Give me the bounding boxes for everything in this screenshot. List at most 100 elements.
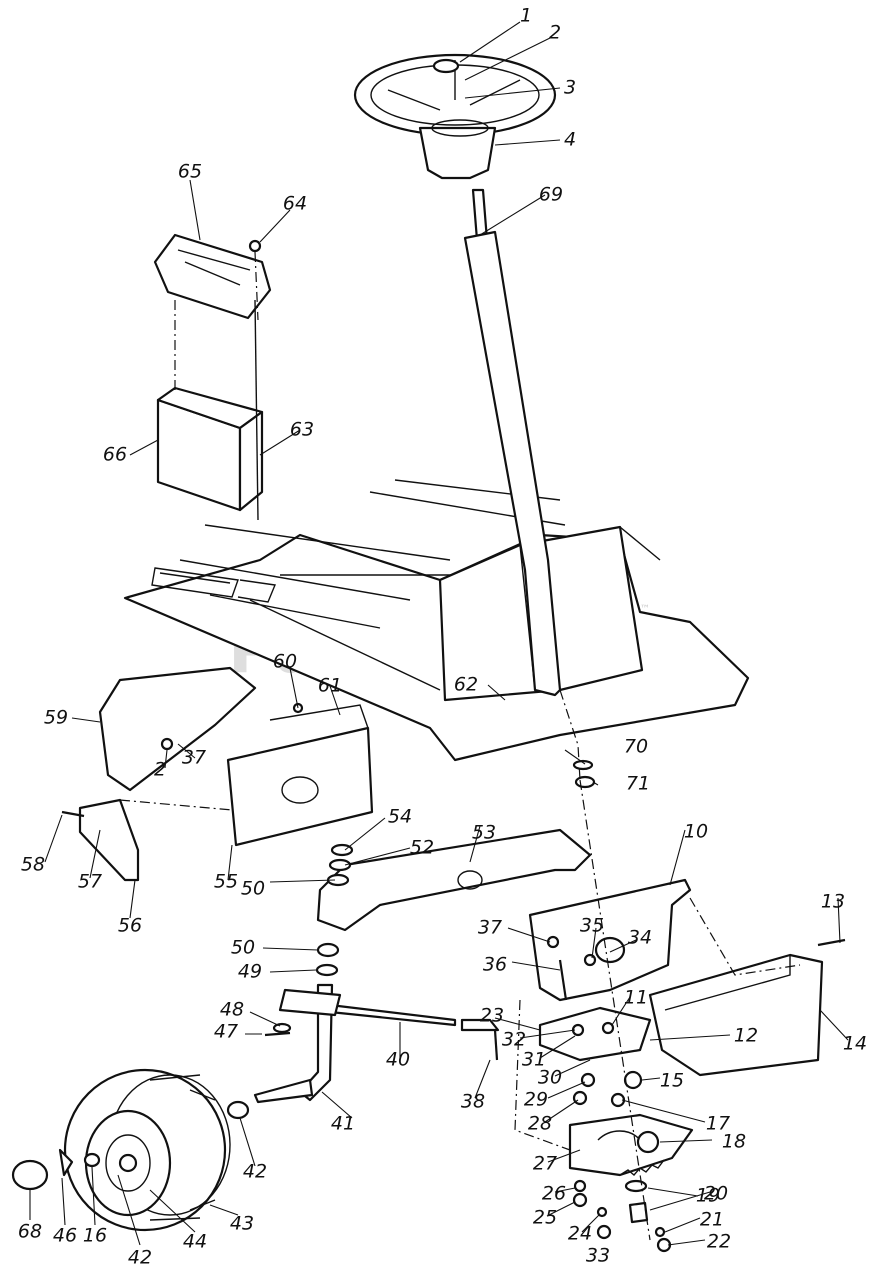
left-panels <box>61 666 374 882</box>
callout-27: 27 <box>533 1153 557 1175</box>
wheel-cap <box>432 58 460 74</box>
front-axle <box>315 828 592 977</box>
bolt-36 <box>558 959 568 1001</box>
steering-hub <box>418 126 497 180</box>
callout-56: 56 <box>118 915 142 937</box>
callout-55: 55 <box>214 871 238 893</box>
tie-rod-spindle <box>226 983 500 1120</box>
callout-35: 35 <box>580 915 604 937</box>
tie-rod-centerline <box>514 999 571 1151</box>
watermark-trademark: ™ <box>640 604 650 615</box>
bolt-20 <box>628 1201 649 1224</box>
callout-33: 33 <box>586 1245 610 1267</box>
front-wheel <box>11 1068 231 1232</box>
nut-33 <box>596 1224 612 1240</box>
callout-4: 4 <box>564 129 576 151</box>
callout-52: 52 <box>410 837 434 859</box>
callout-37-left: 37 <box>182 747 206 769</box>
callout-12: 12 <box>734 1025 758 1047</box>
callout-40: 40 <box>386 1049 410 1071</box>
callout-50-lower: 50 <box>231 937 255 959</box>
callout-62: 62 <box>454 674 478 696</box>
callout-66: 66 <box>103 444 127 466</box>
frame-front-edge <box>429 727 561 761</box>
callout-44: 44 <box>183 1231 207 1253</box>
callout-61: 61 <box>318 675 342 697</box>
callout-59: 59 <box>44 707 68 729</box>
callout-13: 13 <box>821 891 845 913</box>
callout-29: 29 <box>524 1089 548 1111</box>
callout-leaders <box>29 21 849 1246</box>
callout-42-lower: 42 <box>128 1247 152 1269</box>
callout-16: 16 <box>83 1225 107 1247</box>
washer-16 <box>83 1152 101 1168</box>
callout-17: 17 <box>706 1113 730 1135</box>
callout-42-upper: 42 <box>243 1161 267 1183</box>
callout-41: 41 <box>331 1113 355 1135</box>
callout-20: 20 <box>704 1183 728 1205</box>
callout-21: 21 <box>700 1209 724 1231</box>
callout-32: 32 <box>502 1029 526 1051</box>
washer-28 <box>572 1090 588 1106</box>
hold-down-slots <box>177 249 251 286</box>
battery-group <box>153 233 272 521</box>
callout-65: 65 <box>178 161 202 183</box>
steering-bracket-group <box>528 878 846 1077</box>
callout-26: 26 <box>542 1183 566 1205</box>
rim-hub <box>118 1153 138 1173</box>
callout-58: 58 <box>21 854 45 876</box>
callout-25: 25 <box>533 1207 557 1229</box>
plate-bracket-61 <box>269 704 369 729</box>
steering-hub-top <box>431 119 489 137</box>
callout-1: 1 <box>520 5 532 27</box>
callout-18: 18 <box>722 1131 746 1153</box>
axle-pivot-hole <box>457 870 483 890</box>
callout-60: 60 <box>273 651 297 673</box>
sector-gear-27 <box>568 1113 694 1177</box>
callout-38: 38 <box>461 1091 485 1113</box>
tie-rod-stud <box>493 1029 499 1061</box>
callout-24: 24 <box>568 1223 592 1245</box>
cover-centerline <box>689 897 801 976</box>
callout-49: 49 <box>238 961 262 983</box>
cover-14 <box>648 953 824 1077</box>
cover-edge <box>664 955 791 1011</box>
spindle-axle <box>253 1078 314 1104</box>
callout-34: 34 <box>628 927 652 949</box>
bushing-50b <box>316 942 340 958</box>
battery-side <box>238 410 264 512</box>
plate-12 <box>538 1006 652 1062</box>
bushing-71 <box>574 775 596 789</box>
callout-69: 69 <box>539 184 563 206</box>
callout-11: 11 <box>624 987 648 1009</box>
callout-19: 19 <box>696 1185 720 1207</box>
callout-63: 63 <box>290 419 314 441</box>
bolt-58 <box>61 810 85 818</box>
callout-64: 64 <box>283 193 307 215</box>
steering-wheel-assembly <box>353 53 596 789</box>
washer-19 <box>624 1179 648 1193</box>
clip-47 <box>264 1031 291 1037</box>
washer-70 <box>572 759 594 771</box>
pin-46 <box>58 1148 74 1177</box>
callout-68: 68 <box>18 1221 42 1243</box>
bushing-11 <box>601 1021 615 1035</box>
leader-lines <box>29 21 849 1246</box>
sector-gear-teeth <box>619 1159 665 1176</box>
nut-35 <box>583 953 597 967</box>
callout-48: 48 <box>220 999 244 1021</box>
nut-37-left <box>160 737 174 751</box>
plate-hole <box>281 776 319 804</box>
callout-36: 36 <box>483 954 507 976</box>
callout-15: 15 <box>660 1070 684 1092</box>
callout-53: 53 <box>472 822 496 844</box>
callout-57: 57 <box>78 871 102 893</box>
nut-15 <box>623 1070 643 1090</box>
battery-tray <box>151 567 239 598</box>
spacer-52 <box>328 858 352 872</box>
washer-29 <box>580 1072 596 1088</box>
callout-71: 71 <box>626 773 650 795</box>
washer-26 <box>573 1179 587 1193</box>
callout-47: 47 <box>214 1021 238 1043</box>
